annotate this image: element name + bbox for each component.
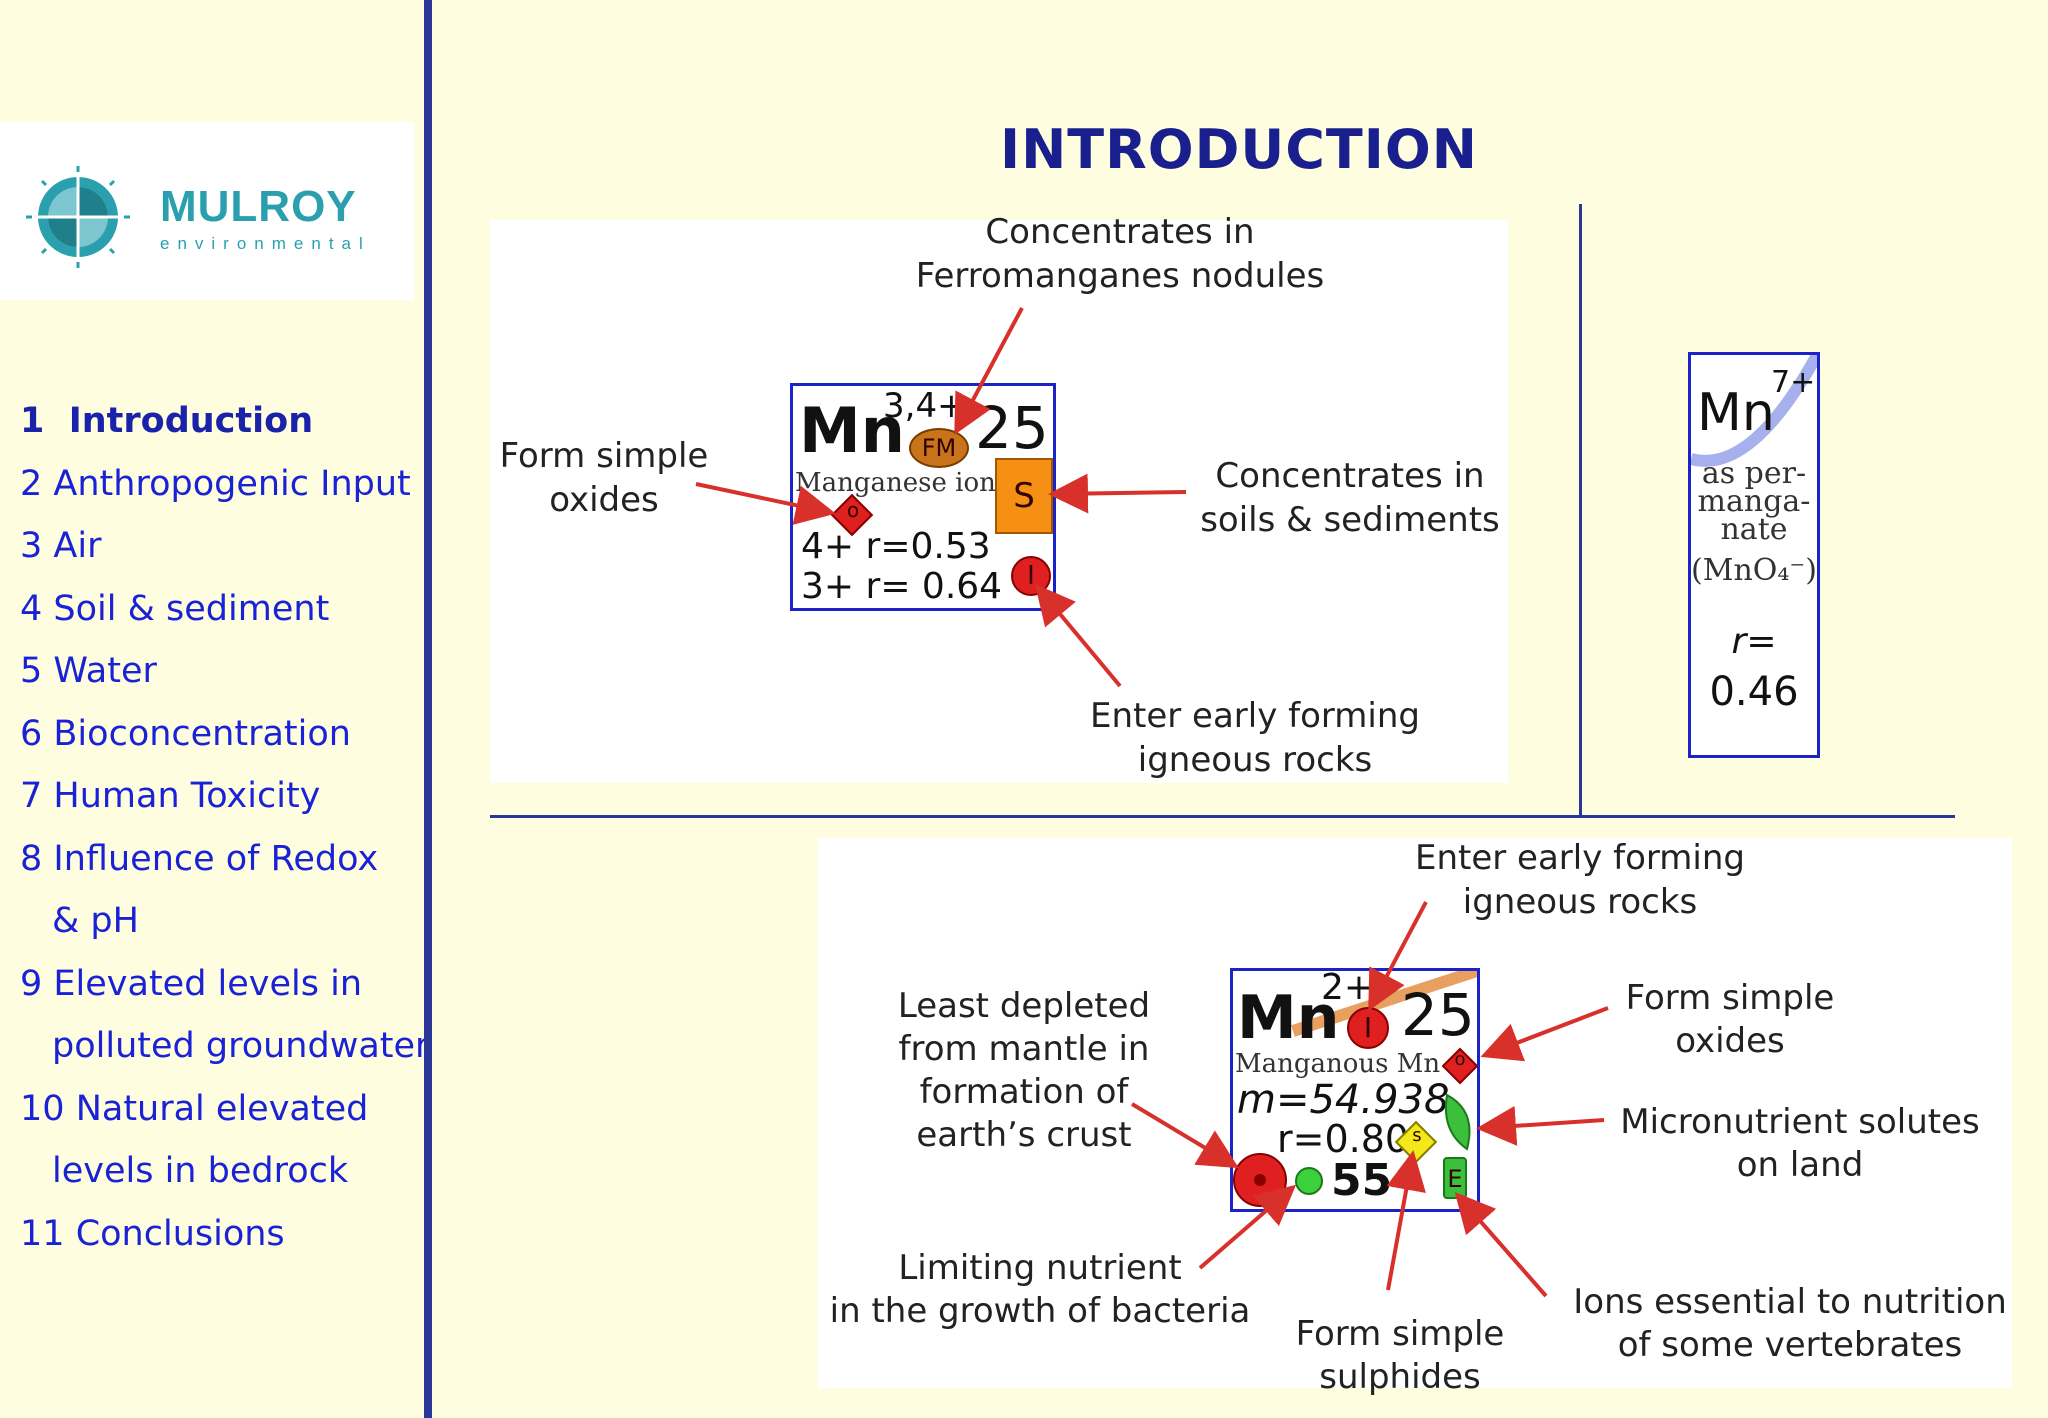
mn2-abundance: 55 bbox=[1331, 1155, 1393, 1206]
nav-item-influence-of-redox[interactable]: 8 Influence of Redox bbox=[20, 838, 379, 879]
arrow-micronutrient bbox=[1476, 1105, 1605, 1146]
mn7-formula: (MnO₄⁻) bbox=[1691, 553, 1817, 588]
mn2-charge: 2+ bbox=[1321, 968, 1375, 1008]
label-least-depleted-4: earth’s crust bbox=[916, 1115, 1132, 1155]
mn7-desc-2: manga- bbox=[1697, 484, 1811, 519]
mulroy-logo-icon bbox=[26, 166, 130, 268]
nav-item-anthropogenic-input[interactable]: 2 Anthropogenic Input bbox=[20, 463, 411, 504]
label-soils-1: Concentrates in bbox=[1215, 456, 1485, 496]
mn7-charge: 7+ bbox=[1771, 365, 1816, 400]
label-igneous-2: igneous rocks bbox=[1137, 740, 1373, 780]
label-least-depleted-3: formation of bbox=[919, 1072, 1129, 1112]
mn7-symbol: Mn bbox=[1697, 383, 1775, 443]
mn7-r-label: r= bbox=[1731, 621, 1777, 662]
label-p2-igneous-2: igneous rocks bbox=[1462, 882, 1698, 922]
logo-name: MULROY bbox=[160, 182, 357, 231]
nav-item-soil-sediment[interactable]: 4 Soil & sediment bbox=[20, 588, 330, 629]
sidebar-divider bbox=[424, 0, 432, 1418]
sidebar: MULROY environmental 1 Introduction 2 An… bbox=[0, 0, 429, 1418]
mn7-r-value: 0.46 bbox=[1709, 669, 1799, 715]
label-p2-igneous-1: Enter early forming bbox=[1414, 838, 1746, 878]
mn34-line-3plus: 3+ r= 0.64 bbox=[801, 566, 1003, 607]
mn2-s-badge-label: s bbox=[1412, 1125, 1422, 1146]
mn2-o-badge-label: o bbox=[1454, 1049, 1466, 1070]
arrow-p2-igneous bbox=[1368, 901, 1428, 1012]
arrow-vertebrates bbox=[1454, 1191, 1548, 1298]
label-sulphides-1: Form simple bbox=[1295, 1314, 1505, 1354]
mn34-line-4plus: 4+ r=0.53 bbox=[801, 526, 991, 567]
nav-item-conclusions[interactable]: 11 Conclusions bbox=[20, 1213, 285, 1254]
nav-item-air[interactable]: 3 Air bbox=[20, 526, 102, 566]
label-form-oxides-2: oxides bbox=[549, 480, 659, 520]
logo[interactable]: MULROY environmental bbox=[0, 122, 414, 300]
label-vertebrates-2: of some vertebrates bbox=[1617, 1325, 1963, 1365]
mn7-desc-1: as per- bbox=[1701, 456, 1807, 491]
nav-item-human-toxicity[interactable]: 7 Human Toxicity bbox=[20, 776, 321, 816]
mn2-leaf-icon bbox=[1444, 1093, 1471, 1151]
nav-menu: 1 Introduction 2 Anthropogenic Input 3 A… bbox=[20, 390, 429, 1265]
mn34-symbol: Mn bbox=[799, 394, 905, 467]
logo-tagline: environmental bbox=[160, 234, 371, 253]
arrow-sulphides bbox=[1386, 1150, 1426, 1291]
vertical-divider bbox=[1579, 204, 1582, 815]
mn2-green-dot-icon bbox=[1295, 1167, 1323, 1195]
label-least-depleted-1: Least depleted bbox=[897, 986, 1151, 1026]
label-igneous-1: Enter early forming bbox=[1089, 696, 1421, 736]
mn2-name: Manganous Mn bbox=[1235, 1049, 1441, 1079]
arrow-ferromanganese bbox=[954, 307, 1024, 436]
label-form-oxides-1: Form simple bbox=[499, 436, 709, 476]
label-least-depleted-2: from mantle in bbox=[898, 1029, 1150, 1069]
mn7-element-note: Mn 7+ as per- manga- nate (MnO₄⁻) r= 0.4… bbox=[1688, 352, 1820, 758]
arrow-igneous bbox=[1034, 583, 1122, 688]
label-vertebrates-1: Ions essential to nutrition bbox=[1573, 1282, 2007, 1322]
label-sulphides-2: sulphides bbox=[1319, 1357, 1481, 1397]
mn34-charge: 3,4+ bbox=[883, 386, 966, 426]
mn2-atomic-number: 25 bbox=[1401, 981, 1475, 1049]
label-ferromanganese-2: Ferromanganes nodules bbox=[915, 256, 1325, 296]
arrow-form-oxides bbox=[695, 482, 836, 525]
label-ferromanganese-1: Concentrates in bbox=[985, 212, 1255, 252]
arrow-p2-oxides bbox=[1480, 1006, 1609, 1062]
mn2-symbol: Mn bbox=[1237, 983, 1340, 1053]
nav-item-elevated-levels[interactable]: 9 Elevated levels in bbox=[20, 963, 363, 1004]
label-micronutrient-2: on land bbox=[1736, 1145, 1864, 1185]
mn2-i-badge: I bbox=[1347, 1007, 1389, 1049]
o-badge-label: o bbox=[846, 498, 860, 522]
nav-item-bioconcentration[interactable]: 6 Bioconcentration bbox=[20, 713, 351, 754]
arrow-soils bbox=[1048, 473, 1187, 514]
mn7-swoosh-icon bbox=[1691, 355, 1817, 467]
label-soils-2: soils & sediments bbox=[1200, 500, 1500, 540]
nav-item-elevated-levels-cont[interactable]: polluted groundwater bbox=[52, 1026, 430, 1066]
nav-item-influence-of-redox-cont[interactable]: & pH bbox=[52, 901, 139, 941]
arrow-limiting-nutrient bbox=[1198, 1184, 1297, 1270]
mn7-desc-3: nate bbox=[1720, 512, 1788, 547]
label-p2-oxides-1: Form simple bbox=[1625, 978, 1835, 1018]
nav-item-introduction[interactable]: 1 Introduction bbox=[20, 401, 314, 441]
label-p2-oxides-2: oxides bbox=[1675, 1021, 1785, 1061]
nav-item-natural-elevated[interactable]: 10 Natural elevated bbox=[20, 1088, 369, 1129]
label-limiting-nutrient-1: Limiting nutrient bbox=[898, 1248, 1182, 1288]
label-micronutrient-1: Micronutrient solutes bbox=[1620, 1102, 1980, 1142]
s-badge: S bbox=[995, 458, 1053, 534]
nav-item-water[interactable]: 5 Water bbox=[20, 651, 157, 691]
page-title: INTRODUCTION bbox=[1000, 118, 1478, 181]
arrow-least-depleted bbox=[1130, 1102, 1239, 1169]
mn2-red-dot-center bbox=[1254, 1174, 1266, 1186]
horizontal-divider bbox=[490, 815, 1955, 818]
mn2-element-tile: Mn 2+ 25 I Manganous Mn o m=54.938 r=0.8… bbox=[1230, 968, 1480, 1212]
label-limiting-nutrient-2: in the growth of bacteria bbox=[829, 1291, 1251, 1331]
nav-item-natural-elevated-cont[interactable]: levels in bedrock bbox=[52, 1151, 349, 1191]
mn2-mass: m=54.938 bbox=[1237, 1077, 1450, 1123]
